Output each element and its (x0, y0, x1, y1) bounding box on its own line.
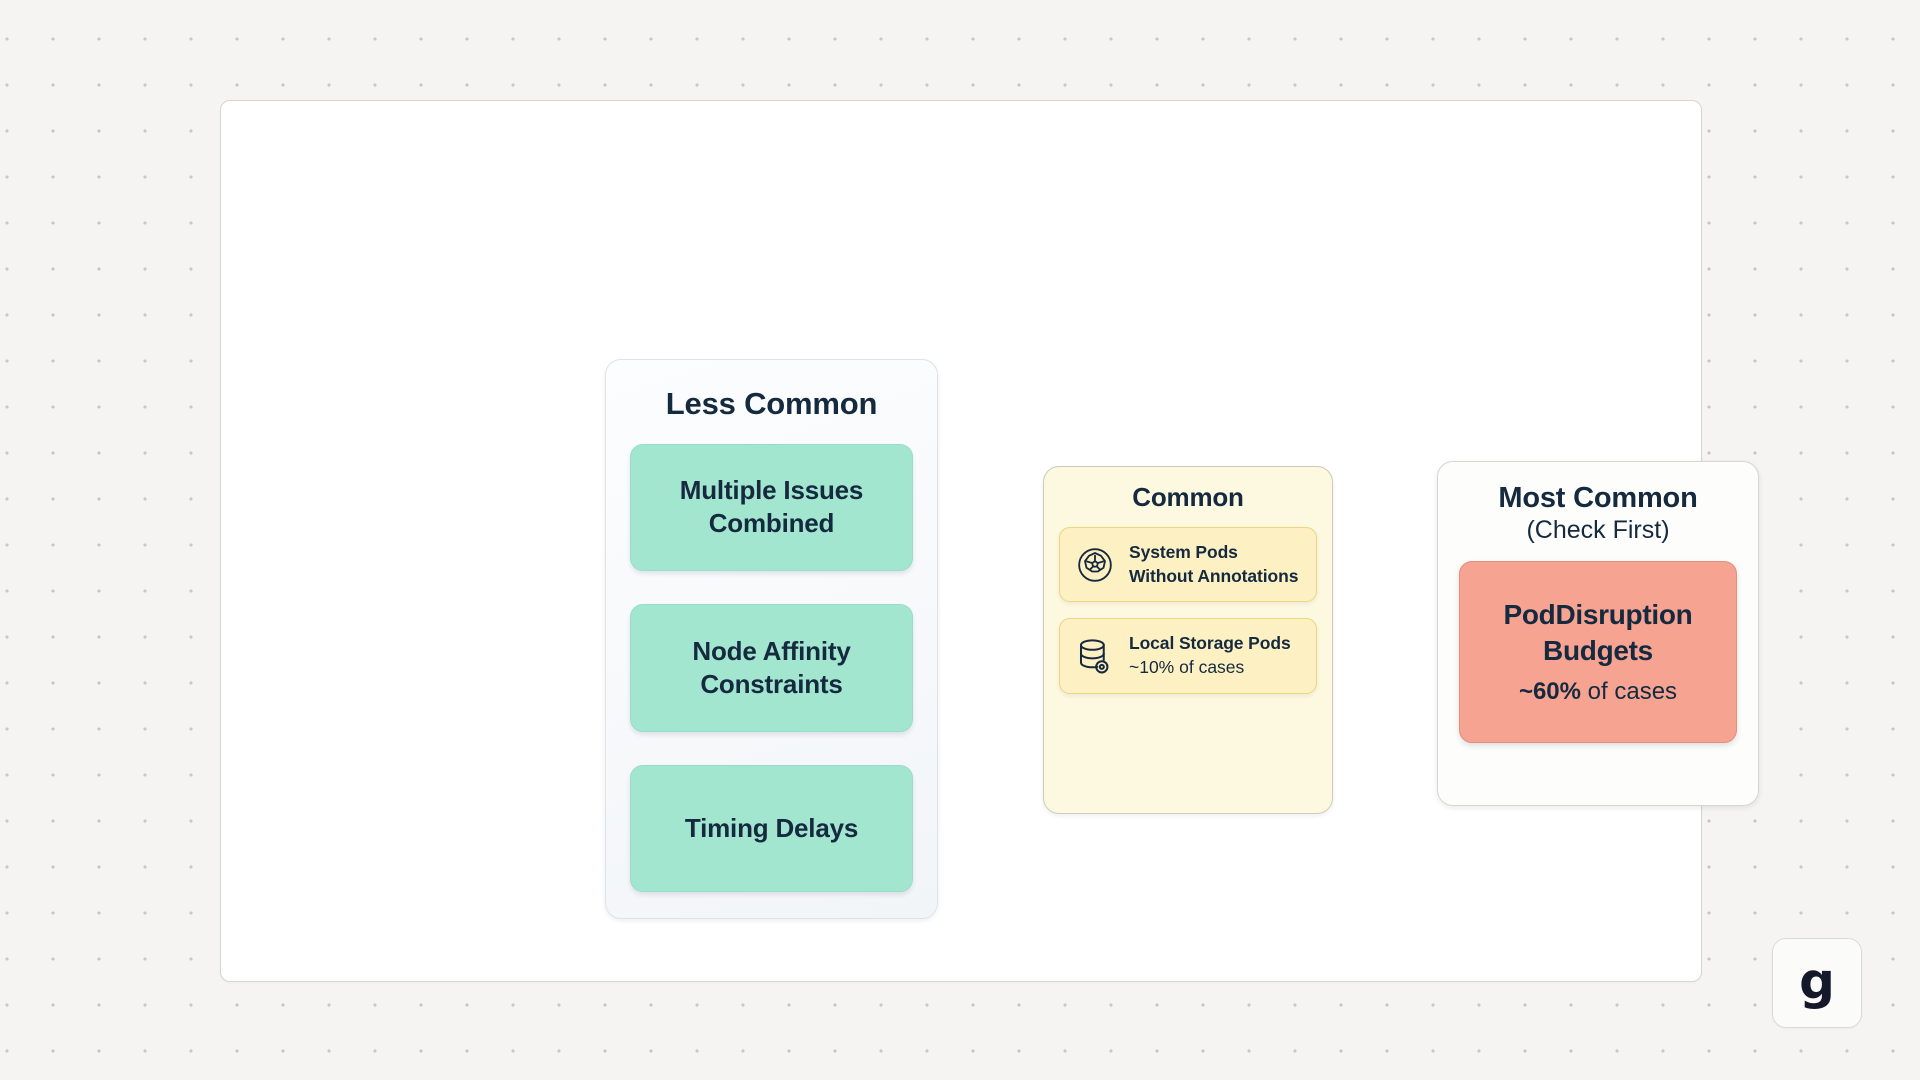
group-header-less-common: Less Common (632, 386, 911, 444)
group-header-most-common: Most Common (Check First) (1460, 482, 1736, 561)
diagram-canvas: Less Common Multiple Issues Combined Nod… (220, 100, 1759, 982)
group-title: Most Common (1498, 482, 1698, 514)
list-item[interactable]: System Pods Without Annotations (1059, 526, 1317, 603)
list-item-stat: ~60% of cases (1519, 676, 1677, 707)
list-item-label: System Pods Without Annotations (1129, 541, 1299, 586)
list-item[interactable]: Multiple Issues Combined (630, 443, 913, 572)
list-item[interactable]: Timing Delays (630, 764, 913, 892)
diagram-groups-row: Less Common Multiple Issues Combined Nod… (221, 101, 1759, 981)
list-item[interactable]: PodDisruption Budgets ~60% of cases (1459, 561, 1737, 744)
group-card-less-common[interactable]: Less Common Multiple Issues Combined Nod… (605, 359, 938, 919)
group-title: Common (1132, 482, 1244, 512)
list-item-text-block: Local Storage Pods ~10% of cases (1129, 632, 1291, 680)
list-item-label: Local Storage Pods (1129, 633, 1291, 654)
list-item-label: PodDisruption Budgets (1503, 599, 1693, 666)
group-title: Less Common (665, 386, 878, 421)
stat-percent: ~60% (1518, 678, 1581, 706)
group-card-most-common[interactable]: Most Common (Check First) PodDisruption … (1437, 461, 1759, 806)
stat-suffix: of cases (1581, 678, 1678, 706)
group-header-common: Common (1060, 482, 1316, 527)
group-subtitle: (Check First) (1526, 516, 1670, 545)
list-item-stat: ~10% of cases (1129, 657, 1245, 678)
group-card-common[interactable]: Common System Pods Without Annota (1043, 466, 1333, 814)
logo-badge[interactable]: g (1772, 938, 1862, 1028)
logo-glyph: g (1799, 952, 1835, 1010)
list-item[interactable]: Local Storage Pods ~10% of cases (1059, 618, 1317, 695)
list-item[interactable]: Node Affinity Constraints (630, 604, 913, 732)
kubernetes-icon (1074, 544, 1116, 586)
database-icon (1074, 635, 1116, 677)
